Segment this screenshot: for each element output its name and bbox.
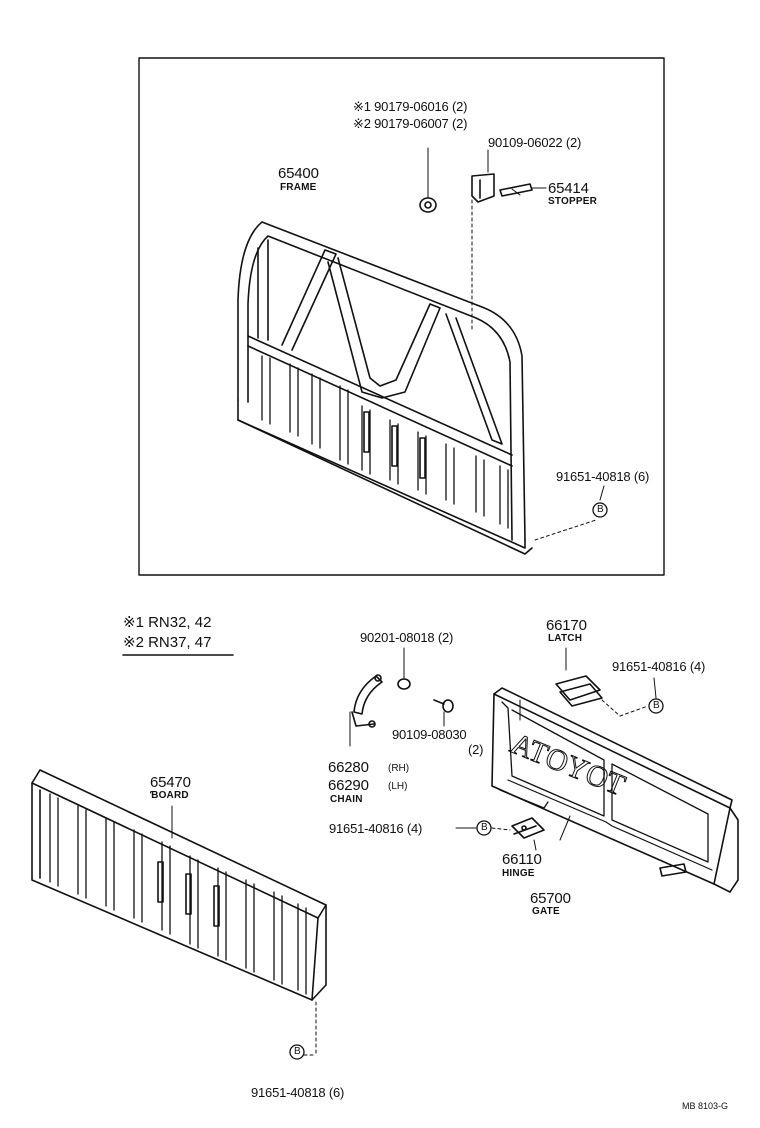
hinge-part-no: 66110 — [502, 851, 542, 868]
legend-line-1: ※1 RN32, 42 — [123, 614, 212, 631]
board-65470 — [31, 769, 327, 1001]
chain-rh-part-no: 66280 — [328, 759, 369, 776]
hinge-66110 — [511, 817, 545, 851]
nut-90179 — [419, 147, 437, 213]
bolt2-part-no: 90109-08030 — [392, 727, 467, 742]
frame-part-no: 65400 — [278, 165, 319, 182]
frame-group-box — [138, 57, 665, 576]
legend-line-2: ※2 RN37, 47 — [123, 634, 212, 651]
stopper-name: STOPPER — [548, 196, 598, 207]
chain-name: CHAIN — [330, 794, 363, 805]
latch-name: LATCH — [548, 633, 583, 644]
frame-callout-letter: B — [597, 504, 604, 515]
reference-code: MB 8103-G — [682, 1101, 729, 1111]
hinge-screw-part-no: 91651-40816 (4) — [329, 821, 423, 836]
gate-lettering: TOYOTA — [505, 727, 629, 803]
gate-name: GATE — [532, 906, 560, 917]
hinge-callout-letter: B — [481, 822, 488, 833]
latch-66170 — [555, 647, 657, 717]
chain-lh-part-no: 66290 — [328, 777, 369, 794]
latch-screw-part-no: 91651-40816 (4) — [612, 659, 706, 674]
stopper-part-no: 65414 — [548, 180, 589, 197]
bolt-part-no: 90109-06022 (2) — [488, 135, 582, 150]
callout-b-board — [289, 1044, 305, 1060]
board-name: ƁOARD — [150, 790, 189, 801]
bolt-90109-08030 — [433, 699, 454, 727]
stopper-65414 — [471, 149, 547, 331]
board-screw-part-no: 91651-40818 (6) — [251, 1085, 345, 1100]
hinge-name: HINGE — [502, 868, 535, 879]
frame-name: FRAME — [280, 182, 317, 193]
board-part-no: 65470 — [150, 774, 191, 791]
chain-lh-side: (LH) — [388, 781, 408, 792]
latch-callout-letter: B — [653, 700, 660, 711]
nut-part-no-1: ※1 90179-06016 (2) — [353, 99, 468, 114]
chain-rh-side: (RH) — [388, 763, 410, 774]
callout-b-frame — [592, 502, 608, 518]
gate-part-no: 65700 — [530, 890, 571, 907]
frame-65400 — [237, 221, 533, 555]
washer-part-no: 90201-08018 (2) — [360, 630, 454, 645]
washer-90201 — [397, 647, 411, 690]
frame-screw-part-no: 91651-40818 (6) — [556, 469, 650, 484]
chain-66280-66290 — [349, 674, 383, 747]
callout-b-latch — [648, 698, 664, 714]
bolt2-qty: (2) — [468, 742, 484, 757]
callout-b-hinge — [476, 820, 492, 836]
board-callout-letter: B — [294, 1046, 301, 1057]
latch-part-no: 66170 — [546, 617, 587, 634]
nut-part-no-2: ※2 90179-06007 (2) — [353, 116, 468, 131]
